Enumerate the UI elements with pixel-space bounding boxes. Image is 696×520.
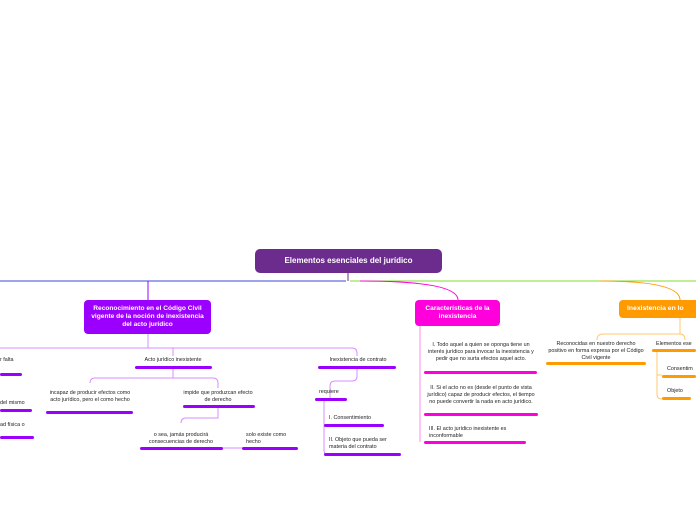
topic-incapaz[interactable]: incapaz de producir efectos como acto ju… [47,390,133,404]
topic-objeto-contrato[interactable]: II. Objeto que pueda ser materia del con… [329,437,403,451]
branch-reconocimiento-label: Reconocimiento en el Código Civil vigent… [91,304,204,329]
branch-inexistencia-label: Inexistencia en lo [627,304,684,312]
branch-inexistencia[interactable]: Inexistencia en lo [619,300,696,318]
topic-requiere-label: requiere [319,389,339,395]
connector-to-magenta [359,280,459,301]
topic-reconocidas-label: Reconocidas en nuestro derecho positivo … [548,341,644,362]
topic-caracteristica-iii-label: III. El acto jurídico inexistente es inc… [429,426,507,440]
topic-objeto-label: Objeto [667,388,683,394]
topic-impide[interactable]: impide que produzcan efecto de derecho [183,390,253,404]
connector-acto-h [89,377,219,388]
underline-solo-hecho [242,447,298,450]
topic-jamas-label: o sea, jamás producirá consecuencias de … [148,432,214,446]
underline-consentimiento [324,424,384,427]
underline-reconocidas [546,362,646,365]
underline-acto-inexistente [135,366,212,369]
topic-caracteristica-i[interactable]: I. Todo aquel a quien se oponga tiene un… [426,342,536,363]
topic-caracteristica-ii[interactable]: II. Si el acto no es (desde el punto de … [426,385,536,406]
connector-impide-h [180,408,219,424]
connector-orange-h [596,318,681,341]
branch-reconocimiento[interactable]: Reconocimiento en el Código Civil vigent… [84,300,211,334]
topic-caracteristica-iii[interactable]: III. El acto jurídico inexistente es inc… [429,426,529,440]
topic-caracteristica-ii-label: II. Si el acto no es (desde el punto de … [427,385,535,406]
underline-caracteristica-ii [424,413,538,416]
topic-acto-inexistente-label: Acto jurídico inexistente [144,357,202,363]
topic-requiere[interactable]: requiere [319,389,353,396]
topic-falta[interactable]: r falta [0,357,30,364]
topic-impide-label: impide que produzcan efecto de derecho [183,390,253,404]
underline-objeto-contrato [324,453,401,456]
topic-del-mismo[interactable]: del mismo [0,400,34,407]
topic-elementos[interactable]: Elementos ese [656,341,696,348]
topic-consentimiento-label: I. Consentimiento [329,415,371,421]
underline-consentim [662,375,696,378]
topic-fisica[interactable]: ad física o [0,422,34,429]
topic-incapaz-label: incapaz de producir efectos como acto ju… [49,390,131,404]
topic-del-mismo-label: del mismo [0,400,25,406]
root-topic-label: Elementos esenciales del jurídico [284,256,413,265]
underline-inexistencia-contrato [318,366,396,369]
topic-objeto[interactable]: Objeto [667,388,695,395]
topic-jamas[interactable]: o sea, jamás producirá consecuencias de … [140,432,222,446]
branch-caracteristicas-label: Características de la inexistencia [425,304,490,320]
topic-inexistencia-contrato[interactable]: Inexistencia de contrato [318,357,398,364]
root-topic[interactable]: Elementos esenciales del jurídico [255,249,442,273]
topic-consentim[interactable]: Consentim [667,366,696,373]
underline-objeto [662,397,691,400]
topic-acto-inexistente[interactable]: Acto jurídico inexistente [133,357,213,364]
topic-solo-hecho[interactable]: solo existe como hecho [246,432,302,446]
underline-incapaz [46,411,133,414]
underline-falta [0,373,22,376]
branch-caracteristicas[interactable]: Características de la inexistencia [415,300,500,326]
connector-purple-h [0,347,358,356]
underline-caracteristica-iii [424,441,526,444]
topic-objeto-contrato-label: II. Objeto que pueda ser materia del con… [329,437,387,451]
topic-reconocidas[interactable]: Reconocidas en nuestro derecho positivo … [547,341,645,362]
topic-inexistencia-contrato-label: Inexistencia de contrato [329,357,387,363]
connector-orange-elem [679,333,686,341]
topic-solo-hecho-label: solo existe como hecho [246,432,287,446]
connector-to-orange [599,280,681,301]
topic-fisica-label: ad física o [0,422,25,428]
underline-del-mismo [0,409,32,412]
topic-falta-label: r falta [0,357,14,363]
connector-elem-down [656,351,663,400]
underline-requiere [315,398,347,401]
topic-caracteristica-i-label: I. Todo aquel a quien se oponga tiene un… [428,342,534,363]
underline-caracteristica-i [424,371,537,374]
underline-impide [183,405,255,408]
connector-contrato-down [329,369,358,398]
underline-elementos [652,349,696,352]
topic-elementos-label: Elementos ese [656,341,692,347]
topic-consentimiento[interactable]: I. Consentimiento [329,415,389,422]
underline-fisica [0,436,34,439]
underline-jamas [140,447,223,450]
topic-consentim-label: Consentim [667,366,693,372]
